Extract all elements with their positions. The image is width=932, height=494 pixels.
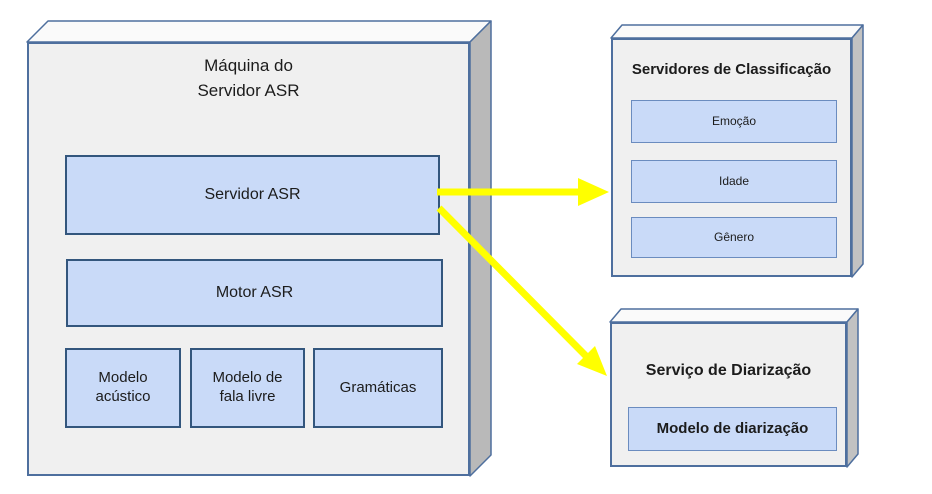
emocao-box: Emoção: [631, 100, 837, 143]
motor-asr-box: Motor ASR: [66, 259, 443, 327]
modelo-diarizacao-box: Modelo de diarização: [628, 407, 837, 451]
gramaticas-label: Gramáticas: [339, 378, 417, 396]
diarization-service-box: Serviço de Diarização Modelo de diarizaç…: [610, 322, 847, 467]
classification-servers-box: Servidores de Classificação Emoção Idade…: [611, 38, 852, 277]
emocao-label: Emoção: [711, 114, 757, 129]
idade-box: Idade: [631, 160, 837, 203]
gramaticas-box: Gramáticas: [313, 348, 443, 428]
genero-box: Gênero: [631, 217, 837, 258]
diarization-side-face: [846, 308, 859, 468]
diarization-title: Serviço de Diarização: [645, 362, 812, 379]
servidor-asr-label: Servidor ASR: [204, 186, 301, 203]
idade-label: Idade: [718, 174, 750, 189]
motor-asr-label: Motor ASR: [215, 284, 294, 301]
classification-title: Servidores de Classificação: [631, 61, 832, 78]
modelo-acustico-label: Modelo acústico: [95, 369, 151, 405]
modelo-fala-livre-box: Modelo de fala livre: [190, 348, 305, 428]
classification-top-face: [610, 24, 864, 39]
modelo-fala-livre-label: Modelo de fala livre: [212, 369, 283, 405]
asr-machine-title-line1: Máquina do: [204, 56, 293, 75]
machine-top-face: [26, 20, 492, 43]
classification-side-face: [851, 24, 864, 278]
genero-label: Gênero: [713, 230, 755, 245]
modelo-diarizacao-label: Modelo de diarização: [656, 420, 809, 437]
asr-machine-title: Máquina do Servidor ASR: [29, 54, 468, 103]
servidor-asr-box: Servidor ASR: [65, 155, 440, 235]
diarization-top-face: [609, 308, 859, 323]
modelo-acustico-box: Modelo acústico: [65, 348, 181, 428]
machine-side-face: [469, 20, 492, 477]
asr-machine-box: Máquina do Servidor ASR Servidor ASR Mot…: [27, 42, 470, 476]
asr-machine-title-line2: Servidor ASR: [197, 80, 300, 100]
